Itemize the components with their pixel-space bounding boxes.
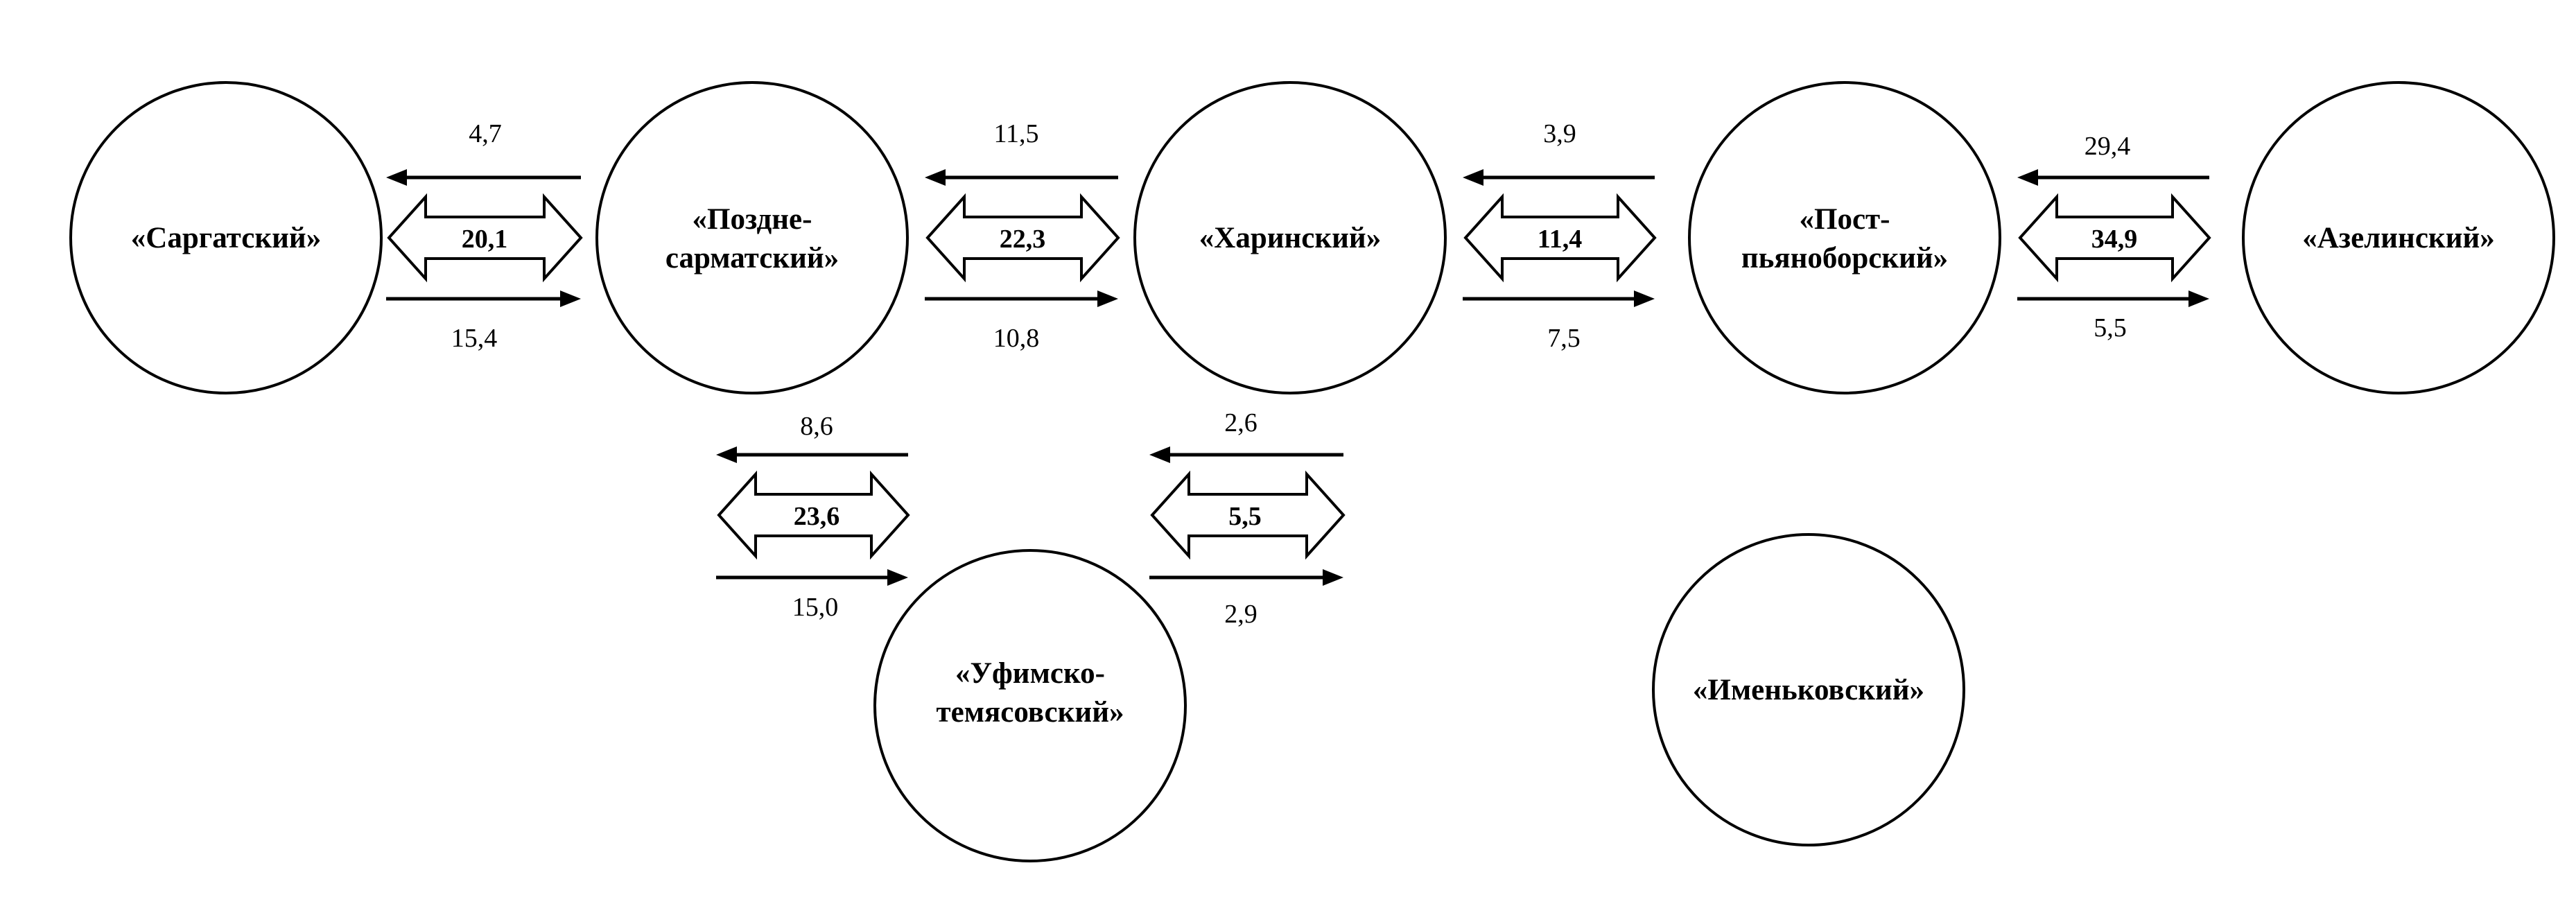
node-label-line1: «Уфимско- — [955, 657, 1105, 690]
node-kharinsky: «Харинский» — [1133, 81, 1447, 394]
flow-forward-value: 5,5 — [2094, 313, 2127, 342]
arrow-right-icon — [1463, 290, 1655, 307]
flow-forward-value: 10,8 — [993, 324, 1040, 353]
node-circle — [873, 549, 1187, 862]
node-post-pyanoborsky: «Пост- пьяноборский» — [1688, 81, 2001, 394]
arrow-left-icon — [386, 169, 581, 186]
flow-forward-value: 7,5 — [1547, 324, 1581, 353]
flow-back-value: 4,7 — [469, 119, 502, 148]
node-circle — [69, 81, 383, 394]
arrow-left-icon — [1149, 446, 1343, 463]
arrow-left-icon — [2017, 169, 2209, 186]
link-sargatsky-pozdne: 4,7 20,1 15,4 — [386, 119, 583, 353]
node-azelinsky: «Азелинский» — [2242, 81, 2555, 394]
arrow-right-icon — [386, 290, 581, 307]
flow-back-value: 11,5 — [993, 119, 1038, 148]
double-arrow-icon — [2018, 193, 2211, 283]
node-label: «Именьковский» — [1693, 674, 1924, 706]
node-circle — [1133, 81, 1447, 394]
node-label-line2: пьяноборский» — [1741, 242, 1948, 275]
flow-forward-value: 15,0 — [792, 593, 839, 622]
arrow-left-icon — [1463, 169, 1655, 186]
node-label: «Саргатский» — [131, 222, 321, 254]
flow-back-value: 29,4 — [2085, 132, 2131, 161]
total-value: 34,9 — [2091, 225, 2138, 254]
double-arrow-icon — [1463, 193, 1657, 283]
node-label: «Харинский» — [1199, 222, 1381, 254]
total-value: 22,3 — [1000, 225, 1046, 254]
arrow-right-icon — [925, 290, 1118, 307]
double-arrow-icon — [1150, 470, 1346, 560]
arrow-left-icon — [925, 169, 1118, 186]
double-arrow-icon — [925, 193, 1120, 283]
flow-forward-value: 15,4 — [451, 324, 498, 353]
node-sargatsky: «Саргатский» — [69, 81, 383, 394]
node-pozdne-sarmatsky: «Поздне- сарматский» — [595, 81, 909, 394]
arrow-left-icon — [716, 446, 908, 463]
node-circle — [1688, 81, 2001, 394]
flow-forward-value: 2,9 — [1224, 600, 1257, 629]
flow-back-value: 2,6 — [1224, 408, 1257, 437]
node-circle — [595, 81, 909, 394]
total-value: 5,5 — [1228, 502, 1262, 531]
arrow-right-icon — [716, 569, 908, 586]
total-value: 11,4 — [1538, 225, 1582, 254]
link-kharinsky-post: 3,9 11,4 7,5 — [1463, 119, 1657, 353]
node-circle — [1652, 533, 1965, 846]
node-label-line2: темясовский» — [937, 696, 1124, 729]
link-pozdne-ufimsko: 8,6 23,6 15,0 — [716, 412, 910, 622]
total-value: 20,1 — [462, 225, 508, 254]
link-ufimsko-kharinsky: 2,6 5,5 2,9 — [1149, 408, 1346, 629]
node-circle — [2242, 81, 2555, 394]
arrow-right-icon — [2017, 290, 2209, 307]
double-arrow-icon — [717, 470, 910, 560]
node-label-line2: сарматский» — [665, 242, 839, 275]
link-post-azelinsky: 29,4 34,9 5,5 — [2017, 132, 2211, 342]
node-ufimsko-temyasovsky: «Уфимско- темясовский» — [873, 549, 1187, 862]
flow-back-value: 3,9 — [1543, 119, 1576, 148]
node-imenkovsky: «Именьковский» — [1652, 533, 1965, 846]
node-label-line1: «Пост- — [1800, 203, 1890, 236]
node-label-line1: «Поздне- — [693, 203, 812, 236]
double-arrow-icon — [387, 193, 583, 283]
flow-back-value: 8,6 — [800, 412, 833, 441]
link-pozdne-kharinsky: 11,5 22,3 10,8 — [925, 119, 1120, 353]
node-label: «Азелинский» — [2302, 222, 2495, 254]
total-value: 23,6 — [794, 502, 840, 531]
arrow-right-icon — [1149, 569, 1343, 586]
